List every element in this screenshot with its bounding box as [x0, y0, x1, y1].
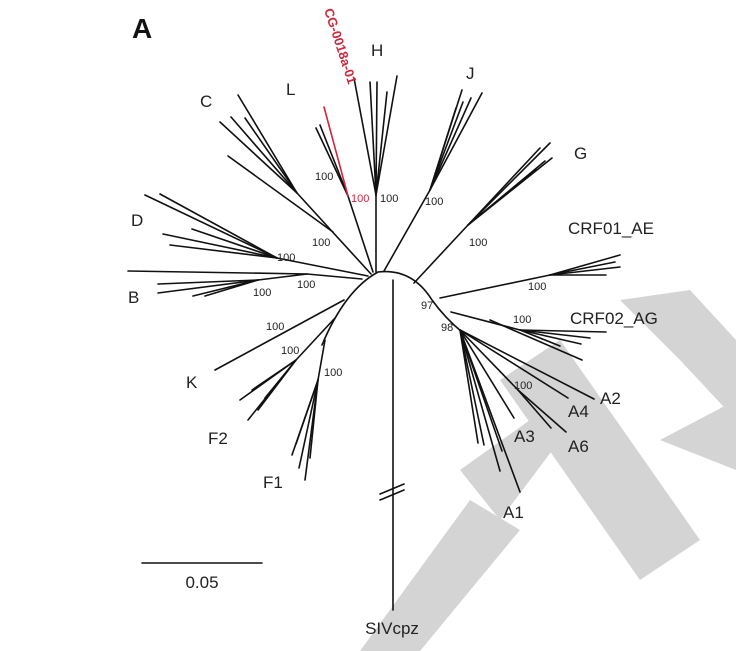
bootstrap-CRF02_AG: 100 — [513, 314, 531, 326]
highlight-sequence-label: CG-0018a-01 — [321, 6, 360, 86]
bootstrap-F1: 100 — [324, 367, 342, 379]
watermark — [360, 290, 736, 651]
label-SIVcpz: SIVcpz — [365, 619, 419, 638]
label-B: B — [128, 288, 139, 307]
label-CRF02_AG: CRF02_AG — [570, 309, 658, 328]
label-A2: A2 — [600, 389, 621, 408]
label-G: G — [574, 144, 587, 163]
bootstrap-A4A6: 100 — [514, 380, 532, 392]
bootstrap-J: 100 — [425, 196, 443, 208]
bootstrap-values: 100 100 100 100 100 100 100 100 100 100 … — [253, 171, 546, 392]
bootstrap-A-inner: 98 — [441, 322, 453, 334]
subtype-labels: H J L C G D CRF01_AE B CRF02_AG K A2 A4 … — [128, 41, 658, 638]
bootstrap-B-inner: 100 — [253, 287, 271, 299]
bootstrap-C: 100 — [312, 237, 330, 249]
label-A4: A4 — [568, 402, 589, 421]
bootstrap-D: 100 — [277, 252, 295, 264]
label-F1: F1 — [263, 473, 283, 492]
bootstrap-F2: 100 — [281, 345, 299, 357]
scale-bar-label: 0.05 — [185, 573, 218, 592]
bootstrap-H: 100 — [380, 193, 398, 205]
label-D: D — [131, 211, 143, 230]
bootstrap-K: 100 — [266, 321, 284, 333]
tree-branches — [127, 75, 621, 611]
bootstrap-B-outer: 100 — [297, 279, 315, 291]
bootstrap-A-outer: 97 — [421, 300, 433, 312]
label-L: L — [286, 80, 295, 99]
label-J: J — [466, 64, 475, 83]
label-CRF01_AE: CRF01_AE — [568, 219, 654, 238]
bootstrap-CRF01_AE: 100 — [528, 281, 546, 293]
panel-label: A — [132, 13, 152, 44]
label-A6: A6 — [568, 437, 589, 456]
label-K: K — [186, 373, 198, 392]
bootstrap-CG: 100 — [351, 193, 369, 205]
label-A1: A1 — [503, 503, 524, 522]
bootstrap-G: 100 — [469, 237, 487, 249]
bootstrap-L: 100 — [315, 171, 333, 183]
label-A3: A3 — [514, 427, 535, 446]
label-H: H — [371, 41, 383, 60]
label-F2: F2 — [208, 429, 228, 448]
label-C: C — [200, 92, 212, 111]
